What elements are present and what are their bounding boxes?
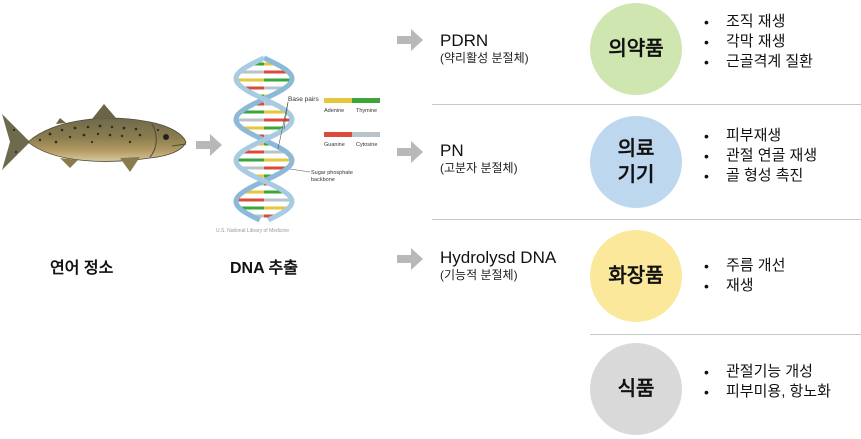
guanine-swatch xyxy=(324,132,352,137)
product-title: PN xyxy=(440,141,464,160)
medical-device-uses-list: 피부재생 관절 연골 재생 골 형성 촉진 xyxy=(701,126,817,186)
list-item: 피부미용, 항노화 xyxy=(701,382,831,402)
cytosine-label: Cytosine xyxy=(356,142,377,148)
cosmetics-uses-list: 주름 개선 재생 xyxy=(701,256,785,296)
cytosine-swatch xyxy=(352,132,380,137)
thymine-label: Thymine xyxy=(356,108,377,114)
list-item: 재생 xyxy=(701,276,785,296)
pharmaceutical-uses-list: 조직 재생 각막 재생 근골격계 질환 xyxy=(701,12,813,72)
product-title: Hydrolysd DNA xyxy=(440,248,557,267)
product-subtitle: (약리활성 분절체) xyxy=(440,51,529,65)
arrow-right-icon xyxy=(397,248,423,270)
divider xyxy=(432,104,861,105)
category-food-circle: 식품 xyxy=(590,343,682,435)
backbone-label-line2: backbone xyxy=(311,177,335,183)
product-pdrn: PDRN (약리활성 분절체) xyxy=(440,31,529,66)
arrow-right-icon xyxy=(397,141,423,163)
category-label: 화장품 xyxy=(608,265,664,287)
divider xyxy=(590,334,861,335)
category-label: 의약품 xyxy=(608,38,664,60)
list-item: 피부재생 xyxy=(701,126,817,146)
category-cosmetics-circle: 화장품 xyxy=(590,230,682,322)
list-item: 관절기능 개성 xyxy=(701,362,831,382)
image-credit: U.S. National Library of Medicine xyxy=(216,228,289,234)
category-label-line1: 의료 xyxy=(617,138,655,160)
backbone-label-line1: Sugar phosphate xyxy=(311,170,353,176)
product-subtitle: (고분자 분절체) xyxy=(440,161,518,175)
dna-extraction-label: DNA 추출 xyxy=(230,260,298,277)
food-uses-list: 관절기능 개성 피부미용, 항노화 xyxy=(701,362,831,402)
list-item: 조직 재생 xyxy=(701,12,813,32)
category-pharmaceutical-circle: 의약품 xyxy=(590,3,682,95)
adenine-label: Adenine xyxy=(324,108,344,114)
product-pn: PN (고분자 분절체) xyxy=(440,141,518,176)
arrow-right-icon xyxy=(196,134,222,156)
list-item: 주름 개선 xyxy=(701,256,785,276)
product-subtitle: (기능적 분절체) xyxy=(440,268,518,282)
guanine-label: Guanine xyxy=(324,142,345,148)
fish-label: 연어 정소 xyxy=(50,260,114,277)
product-title: PDRN xyxy=(440,31,489,50)
product-hydrolysd-dna: Hydrolysd DNA (기능적 분절체) xyxy=(440,248,556,283)
adenine-swatch xyxy=(324,98,352,103)
thymine-swatch xyxy=(352,98,380,103)
arrow-right-icon xyxy=(397,29,423,51)
divider xyxy=(432,219,861,220)
list-item: 골 형성 촉진 xyxy=(701,166,817,186)
base-pairs-label: Base pairs xyxy=(288,96,319,103)
category-label-line2: 기기 xyxy=(617,164,655,186)
category-label: 식품 xyxy=(617,378,655,400)
dna-helix-figure: Base pairs Adenine Thymine Guanine Cytos… xyxy=(216,55,380,234)
category-medical-device-circle: 의료 기기 xyxy=(590,116,682,208)
list-item: 각막 재생 xyxy=(701,32,813,52)
list-item: 근골격계 질환 xyxy=(701,52,813,72)
salmon-image xyxy=(2,104,187,172)
list-item: 관절 연골 재생 xyxy=(701,146,817,166)
